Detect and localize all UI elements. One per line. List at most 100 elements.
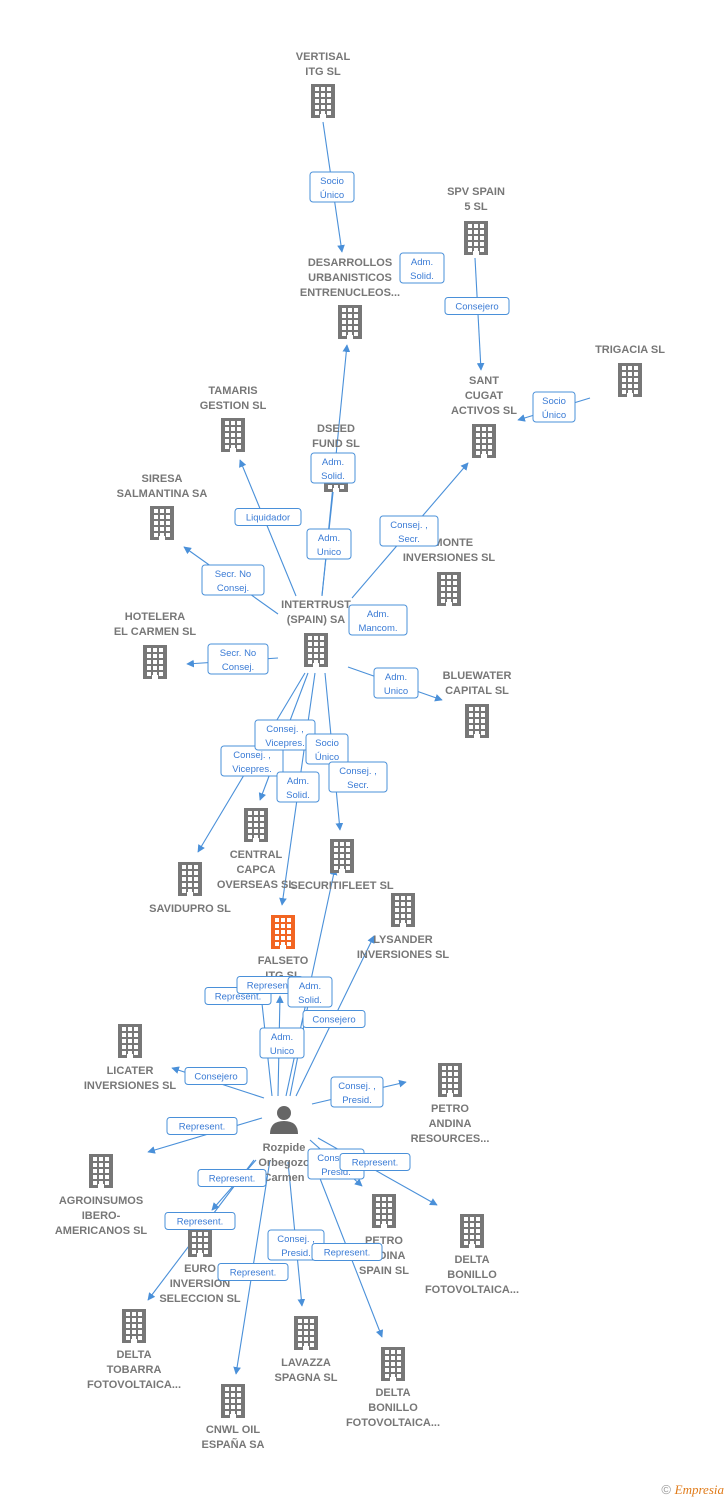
edge-label-text: Único (320, 190, 344, 201)
edge-label-box (379, 515, 439, 547)
node-deltatobarra[interactable]: DELTATOBARRAFOTOVOLTAICA... (87, 1309, 181, 1391)
edge-label[interactable]: Consejero (444, 297, 510, 315)
edge-label[interactable]: Represent. (164, 1212, 236, 1230)
edge-label-text: Adm. (411, 257, 433, 268)
edge-label[interactable]: Liquidador (234, 508, 302, 526)
edge-label[interactable]: Adm.Solid. (287, 976, 333, 1008)
edge-label-text: Mancom. (358, 623, 397, 634)
building-icon (122, 1309, 146, 1343)
node-petroandina_res[interactable]: PETROANDINARESOURCES... (411, 1063, 490, 1145)
edge-label-box (197, 1169, 267, 1187)
edge-label[interactable]: Adm.Solid. (310, 452, 356, 484)
edge-label-text: Secr. (347, 780, 369, 791)
edge-label[interactable]: Adm.Solid. (276, 771, 320, 803)
edge-label[interactable]: Consej. ,Vicepres. (220, 745, 284, 777)
edge-label[interactable]: Represent. (339, 1153, 411, 1171)
node-label: SAVIDUPRO SL (149, 903, 231, 915)
edge-label-box (220, 745, 284, 777)
edge-label-text: Consejero (455, 302, 498, 313)
building-icon (330, 839, 354, 873)
edge-label[interactable]: Consej. ,Presid. (267, 1229, 325, 1261)
edge-label[interactable]: Consej. ,Presid. (330, 1076, 384, 1108)
edge-label-text: Adm. (367, 609, 389, 620)
edge-label[interactable]: Adm. Solid. (399, 252, 445, 284)
edge-label-text: Adm. (385, 672, 407, 683)
building-icon (178, 862, 202, 896)
edge-label[interactable]: Represent. (166, 1117, 238, 1135)
node-label: INVERSIONES SL (84, 1080, 177, 1092)
node-deltabonillo1[interactable]: DELTABONILLOFOTOVOLTAICA... (425, 1214, 519, 1296)
node-label: FOTOVOLTAICA... (425, 1284, 519, 1296)
node-label: CENTRAL (230, 849, 283, 861)
node-savidupro[interactable]: SAVIDUPRO SL (149, 862, 231, 915)
edge-label-box (166, 1117, 238, 1135)
edge-label[interactable]: Adm. Mancom. (348, 604, 408, 636)
edge-label[interactable]: Represent. (311, 1243, 383, 1261)
node-label: ITG SL (305, 66, 341, 78)
node-label: FALSETO (258, 955, 309, 967)
node-trigacia[interactable]: TRIGACIA SL (595, 344, 665, 397)
edge-label-text: Solid. (410, 271, 434, 282)
edge-label[interactable]: Adm.Unico (306, 528, 352, 560)
node-securitifleet[interactable]: SECURITIFLEET SL (290, 839, 394, 892)
edge-label-text: Consej. , (277, 1234, 315, 1245)
node-label: Carmen (264, 1172, 305, 1184)
edge-label-text: Consej. , (266, 724, 304, 735)
edge-label-text: Represent. (352, 1158, 398, 1169)
edge-label-box (532, 391, 576, 423)
edge-label-text: Unico (270, 1046, 294, 1057)
building-icon (381, 1347, 405, 1381)
edge-label-box (330, 1076, 384, 1108)
edge-label-text: Presid. (342, 1095, 372, 1106)
building-icon (221, 1384, 245, 1418)
node-label: TOBARRA (107, 1364, 162, 1376)
edge-label[interactable]: Adm. Unico (259, 1027, 305, 1059)
edge-label-text: Presid. (321, 1167, 351, 1178)
node-falseto[interactable]: FALSETOITG SL (258, 915, 309, 982)
building-icon (221, 418, 245, 452)
edge-label[interactable]: Consejero (302, 1010, 366, 1028)
edge-label[interactable]: Consej. ,Secr. (379, 515, 439, 547)
edge-label[interactable]: Consej. ,Secr. (328, 761, 388, 793)
edge-label[interactable]: Represent. (197, 1169, 267, 1187)
building-icon (311, 84, 335, 118)
edge-label[interactable]: Consejero (184, 1067, 248, 1085)
building-icon (294, 1316, 318, 1350)
edge-label[interactable]: Adm.Unico (373, 667, 419, 699)
node-desarrollos[interactable]: DESARROLLOSURBANISTICOSENTRENUCLEOS... (300, 257, 400, 339)
footer-brand: © Empresia (661, 1482, 724, 1498)
edge-label[interactable]: Consej. ,Vicepres. (254, 719, 316, 751)
edge-label-text: Represent. (215, 992, 261, 1003)
node-label: DESARROLLOS (308, 257, 392, 269)
building-icon (150, 506, 174, 540)
node-intertrust[interactable]: INTERTRUST(SPAIN) SA (281, 599, 351, 667)
edge-label-text: Solid. (321, 471, 345, 482)
person-icon (270, 1106, 298, 1134)
node-deltabonillo2[interactable]: DELTABONILLOFOTOVOLTAICA... (346, 1347, 440, 1429)
edge-label-text: Adm. (271, 1032, 293, 1043)
edge-label-text: Represent. (177, 1217, 223, 1228)
edge-label[interactable]: Represent. (217, 1263, 289, 1281)
node-label: BONILLO (368, 1402, 418, 1414)
